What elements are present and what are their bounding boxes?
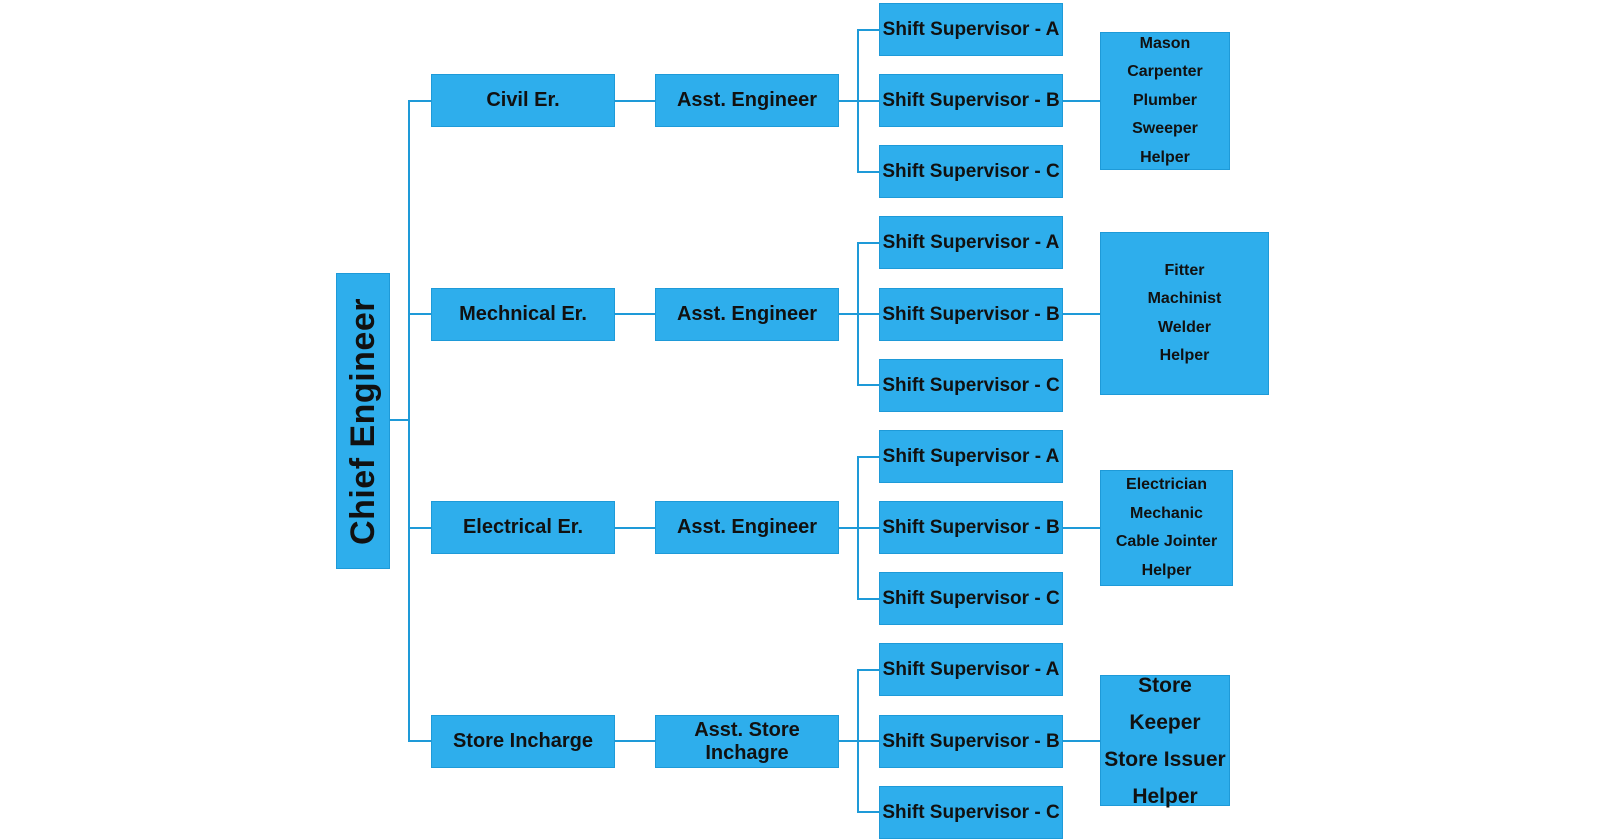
worker-label: Electrician [1126,476,1207,493]
connector-workers-3 [1063,740,1100,742]
asst-box-electrical: Asst. Engineer [655,501,839,554]
workers-box-civil: Mason Carpenter Plumber Sweeper Helper [1100,32,1230,170]
supervisor-box-mechanical-b: Shift Supervisor - B [879,288,1063,341]
connector-sup-3-0 [857,669,879,671]
connector-asst-1 [615,313,655,315]
connector-dept-2 [408,527,431,529]
worker-label: Carpenter [1127,63,1203,81]
supervisor-box-civil-c: Shift Supervisor - C [879,145,1063,198]
connector-sup-0-2 [857,171,879,173]
supervisor-box-mechanical-c: Shift Supervisor - C [879,359,1063,412]
connector-workers-0 [1063,100,1100,102]
chief-engineer-box: Chief Engineer [336,273,390,569]
connector-workers-1 [1063,313,1100,315]
dept-box-mechanical: Mechnical Er. [431,288,615,341]
connector-asst-0 [615,100,655,102]
supervisor-box-civil-b: Shift Supervisor - B [879,74,1063,127]
connector-sup-2-2 [857,598,879,600]
dept-box-civil: Civil Er. [431,74,615,127]
workers-box-electrical: Electrician Mechanic Cable Jointer Helpe… [1100,470,1233,586]
workers-box-store: Store Keeper Store Issuer Helper [1100,674,1230,808]
worker-label: Sweeper [1132,120,1198,138]
connector-sup-stub-0 [839,100,858,102]
connector-sup-1-0 [857,242,879,244]
connector-dept-3 [408,740,431,742]
dept-box-store: Store Incharge [431,715,615,768]
worker-label: Helper [1141,561,1192,579]
connector-sup-1-1 [857,313,879,315]
supervisor-box-store-b: Shift Supervisor - B [879,715,1063,768]
connector-dept-spine [408,100,410,740]
connector-dept-1 [408,313,431,315]
asst-box-civil: Asst. Engineer [655,74,839,127]
connector-sup-stub-2 [839,527,858,529]
supervisor-box-civil-a: Shift Supervisor - A [879,3,1063,56]
worker-label: Machinist [1147,290,1222,307]
worker-label: Store Keeper [1129,673,1201,734]
workers-box-mechanical: Fitter Machinist Welder Helper [1100,232,1269,395]
connector-dept-0 [408,100,431,102]
connector-sup-0-0 [857,29,879,31]
connector-asst-3 [615,740,655,742]
connector-sup-2-1 [857,527,879,529]
worker-label: Mason [1139,34,1191,52]
supervisor-box-electrical-a: Shift Supervisor - A [879,430,1063,483]
supervisor-box-store-c: Shift Supervisor - C [879,786,1063,839]
worker-label: Helper [1132,784,1198,808]
asst-box-store: Asst. Store Inchagre [655,715,839,768]
connector-sup-3-2 [857,811,879,813]
worker-label: Store Issuer [1104,747,1226,771]
chief-engineer-label: Chief Engineer [343,297,382,545]
connector-root-stub [390,419,409,421]
connector-sup-stub-1 [839,313,858,315]
supervisor-box-electrical-c: Shift Supervisor - C [879,572,1063,625]
worker-label: Mechanic [1130,504,1203,522]
supervisor-box-mechanical-a: Shift Supervisor - A [879,216,1063,269]
connector-asst-2 [615,527,655,529]
connector-sup-0-1 [857,100,879,102]
connector-sup-3-1 [857,740,879,742]
worker-label: Helper [1140,148,1190,166]
worker-label: Welder [1157,318,1212,336]
worker-label: Helper [1159,347,1210,364]
supervisor-box-store-a: Shift Supervisor - A [879,643,1063,696]
connector-sup-stub-3 [839,740,858,742]
worker-label: Cable Jointer [1115,533,1218,550]
connector-workers-2 [1063,527,1100,529]
worker-label: Fitter [1164,261,1205,279]
asst-box-mechanical: Asst. Engineer [655,288,839,341]
supervisor-box-electrical-b: Shift Supervisor - B [879,501,1063,554]
connector-sup-2-0 [857,456,879,458]
connector-sup-1-2 [857,384,879,386]
worker-label: Plumber [1132,91,1197,109]
dept-box-electrical: Electrical Er. [431,501,615,554]
